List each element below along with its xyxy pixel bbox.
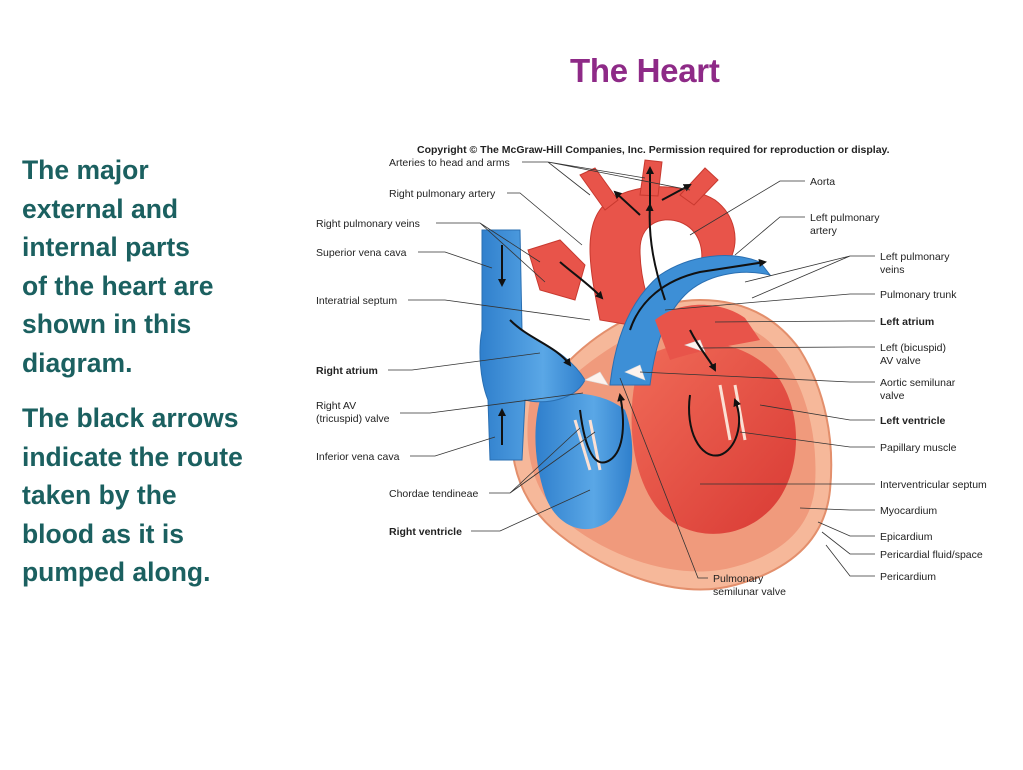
label-right-atrium: Right atrium [316,365,378,377]
label-left-pulmonary-artery-line1: Left pulmonary [810,212,880,224]
flow-arrow [509,319,572,367]
valve-leaflets [584,339,706,386]
leader-line [739,431,875,448]
leader-line [744,255,875,299]
bottom-labels: Pulmonary semilunar valve [619,377,786,598]
leader-line [436,222,546,283]
leader-line [799,507,875,511]
leader-line [507,192,583,246]
flow-arrow [579,393,626,464]
blood-flow-arrows [498,166,767,464]
text-line: internal parts [22,232,190,262]
left-atrium-chamber [655,304,760,360]
leader-line [825,544,875,577]
label-right-pulmonary-artery: Right pulmonary artery [389,188,496,200]
label-pulmonary-valve-line1: Pulmonary [713,573,764,585]
label-aortic-valve-line2: valve [880,390,905,402]
flow-arrow [688,394,741,457]
right-pulmonary-veins [527,239,586,301]
text-line: taken by the [22,480,177,510]
label-chordae-tendineae: Chordae tendineae [389,488,478,500]
text-line: of the heart are [22,270,214,301]
label-right-av-valve-line1: Right AV [316,400,356,412]
label-right-ventricle: Right ventricle [389,526,462,538]
right-ventricle-chamber [535,393,633,530]
description-paragraph: The major external and internal parts of… [22,151,302,382]
label-left-av-valve-line2: AV valve [880,355,921,367]
label-pulmonary-trunk: Pulmonary trunk [880,289,957,301]
text-line: shown in this [22,309,192,339]
leader-line [734,216,805,256]
text-line: The black arrows [22,403,239,433]
label-aortic-valve-line1: Aortic semilunar [880,377,956,389]
flow-arrow [559,261,604,300]
text-line: indicate the route [22,441,243,472]
flow-arrow [689,329,716,372]
leader-line [821,531,875,555]
leader-line [689,180,805,236]
text-line: diagram. [22,347,133,378]
label-left-ventricle: Left ventricle [880,415,946,427]
leader-line [639,371,875,383]
leader-line [759,404,875,421]
leader-line [388,352,541,371]
leader-line [522,161,691,196]
label-papillary-muscle: Papillary muscle [880,442,957,454]
leader-line [408,299,591,321]
label-left-pulmonary-veins-line2: veins [880,264,905,276]
right-labels: Aorta Left pulmonary artery Left pulmona… [639,176,987,583]
label-superior-vena-cava: Superior vena cava [316,247,407,259]
flow-arrow [613,190,641,216]
label-left-pulmonary-artery-line2: artery [810,225,838,237]
label-left-av-valve-line1: Left (bicuspid) [880,342,946,354]
leader-line [400,392,584,414]
leader-line [418,251,493,269]
leader-line [489,427,596,494]
label-interatrial-septum: Interatrial septum [316,295,397,307]
text-line: The major [22,155,149,185]
slide-title: The Heart [570,52,720,89]
leader-line [619,377,708,579]
label-epicardium: Epicardium [880,531,933,543]
papillary-muscle [573,384,747,471]
leader-line [410,436,496,457]
arrows-explanation-paragraph: The black arrows indicate the route take… [22,399,302,592]
leader-line [817,521,875,537]
label-arteries-head-arms: Arteries to head and arms [389,157,510,169]
leader-line [471,489,591,532]
text-line: blood as it is [22,518,184,549]
label-left-pulmonary-veins-line1: Left pulmonary [880,251,950,263]
label-myocardium: Myocardium [880,505,937,517]
label-pericardium: Pericardium [880,571,936,583]
left-labels: Arteries to head and arms Right pulmonar… [316,157,691,538]
text-line: pumped along. [22,557,211,587]
label-left-atrium: Left atrium [880,316,934,328]
label-interventricular-septum: Interventricular septum [880,479,987,491]
label-pulmonary-valve-line2: semilunar valve [713,586,786,598]
left-ventricle-chamber [631,342,797,534]
text-line: external and [22,193,179,224]
label-right-av-valve-line2: (tricuspid) valve [316,413,390,425]
label-inferior-vena-cava: Inferior vena cava [316,451,400,463]
copyright-notice: Copyright © The McGraw-Hill Companies, I… [417,144,890,156]
leader-line [714,320,875,323]
flow-arrow [645,203,666,301]
heart-illustration [479,159,833,591]
label-aorta: Aorta [810,176,835,188]
leader-line [664,293,875,311]
leader-line [699,346,875,349]
flow-arrow [629,258,767,331]
flow-arrow [661,184,692,201]
label-right-pulmonary-veins: Right pulmonary veins [316,218,420,230]
label-pericardial-fluid: Pericardial fluid/space [880,549,983,561]
